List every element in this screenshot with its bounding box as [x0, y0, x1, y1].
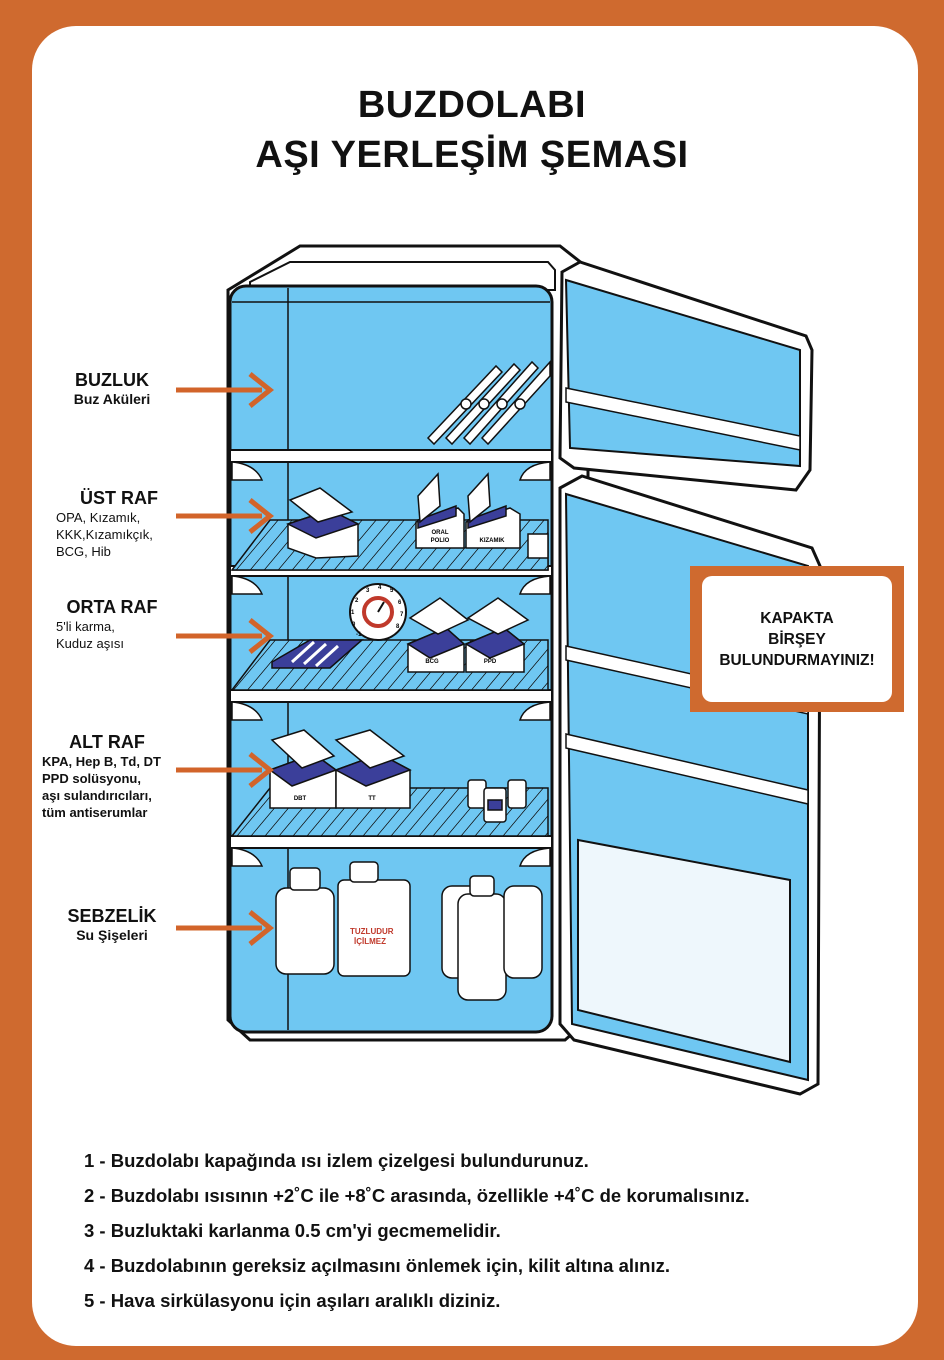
label-orta-raf-heading: ORTA RAF: [66, 597, 158, 617]
label-ust-raf-note: OPA, Kızamık,: [56, 510, 141, 525]
title-line-1: BUZDOLABI: [357, 84, 587, 126]
rules-list: 1 - Buzdolabı kapağında ısı izlem çizelg…: [84, 1148, 904, 1323]
label-orta-raf-note: 5'li karma,: [56, 619, 115, 634]
label-alt-raf-note: PPD solüsyonu,: [42, 771, 141, 786]
label-alt-raf-note: aşı sulandırıcıları,: [42, 788, 152, 803]
box-label-kizamik: KIZAMIK: [480, 538, 506, 544]
top-shelf-boxes: [286, 472, 549, 559]
box-label-ppd: PPD: [484, 659, 497, 665]
middle-shelf-boxes: [271, 597, 530, 673]
door-warning-line: KAPAKTA: [760, 609, 834, 627]
box-label-dbt: DBT: [294, 796, 307, 802]
dial-tick: 8: [396, 624, 400, 630]
dial-tick: 6: [398, 600, 402, 606]
dial-tick: 7: [400, 612, 404, 618]
label-alt-raf-note: KPA, Hep B, Td, DT: [42, 754, 161, 769]
door-warning-text: KAPAKTA BİRŞEY BULUNDURMAYINIZ!: [702, 576, 892, 702]
pointer-arrows: [176, 372, 275, 946]
dial-tick: 1: [351, 610, 355, 616]
door-warning-box: KAPAKTA BİRŞEY BULUNDURMAYINIZ!: [690, 566, 904, 712]
label-ust-raf-note: BCG, Hib: [56, 544, 111, 559]
label-ust-raf-note: KKK,Kızamıkçık,: [56, 527, 153, 542]
label-ust-raf-heading: ÜST RAF: [80, 488, 158, 508]
dial-tick: 0: [352, 622, 356, 628]
dial-tick: -1: [356, 632, 362, 638]
label-sebzelik-sub: Su Şişeleri: [76, 927, 148, 943]
label-sebzelik: SEBZELİK Su Şişeleri: [56, 906, 168, 943]
dial-tick: 5: [390, 588, 394, 594]
dial-tick: 2: [355, 598, 359, 604]
label-buzluk: BUZLUK Buz Aküleri: [56, 370, 168, 407]
label-orta-raf-note: Kuduz aşısı: [56, 636, 124, 651]
rule-item: 4 - Buzdolabının gereksiz açılmasını önl…: [84, 1255, 670, 1276]
rule-item: 5 - Hava sirkülasyonu için aşıları aralı…: [84, 1290, 501, 1311]
label-alt-raf-heading: ALT RAF: [69, 732, 145, 752]
dial-tick: 4: [378, 585, 382, 591]
door-warning-line: BİRŞEY: [768, 630, 826, 648]
door-warning-line: BULUNDURMAYINIZ!: [719, 651, 875, 669]
bottle-label-icilmez: İÇİLMEZ: [354, 937, 386, 946]
label-buzluk-sub: Buz Aküleri: [73, 391, 151, 407]
box-label-bcg: BCG: [425, 659, 439, 665]
label-alt-raf-note: tüm antiserumlar: [42, 805, 148, 820]
freezer-door: [558, 260, 814, 492]
label-sebzelik-heading: SEBZELİK: [67, 906, 157, 926]
label-orta-raf: ORTA RAF 5'li karma, Kuduz aşısı: [56, 597, 168, 652]
box-label-oral: ORAL: [432, 530, 449, 536]
label-ust-raf: ÜST RAF OPA, Kızamık, KKK,Kızamıkçık, BC…: [56, 488, 182, 560]
title-line-2: AŞI YERLEŞİM ŞEMASI: [255, 134, 689, 176]
thermometer-icon: -1 0 1 2 3 4 5 6 7 8: [349, 583, 407, 641]
water-bottles: [275, 861, 543, 1001]
rule-item: 1 - Buzdolabı kapağında ısı izlem çizelg…: [84, 1150, 589, 1171]
bottle-label-tuzludur: TUZLUDUR: [350, 927, 394, 936]
box-label-polio: POLIO: [431, 538, 450, 544]
box-label-tt: TT: [368, 796, 376, 802]
rule-item: 2 - Buzdolabı ısısının +2˚C ile +8˚C ara…: [84, 1185, 750, 1206]
ice-packs: [426, 360, 551, 446]
rule-item: 3 - Buzluktaki karlanma 0.5 cm'yi gecmem…: [84, 1220, 501, 1241]
dial-tick: 3: [366, 588, 370, 594]
label-alt-raf: ALT RAF KPA, Hep B, Td, DT PPD solüsyonu…: [42, 732, 172, 821]
lower-shelf-boxes: [268, 729, 527, 823]
label-buzluk-heading: BUZLUK: [75, 370, 149, 390]
